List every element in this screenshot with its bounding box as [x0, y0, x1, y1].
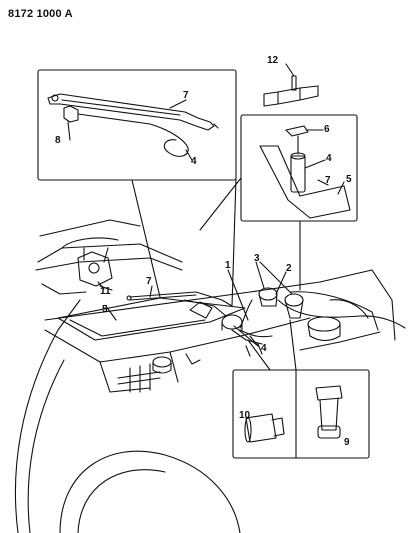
- callout-3: 3: [254, 253, 260, 264]
- inset-pump-motor: [232, 369, 370, 459]
- vehicle-body-outline: [14, 269, 396, 533]
- wiper-arm-main: [126, 291, 233, 307]
- callout-1: 1: [225, 260, 231, 271]
- linkage-pivot-area: [35, 219, 183, 295]
- callout-12: 12: [267, 55, 279, 66]
- drawing-code: 8172 1000 A: [8, 8, 73, 20]
- callout-9: 9: [344, 437, 350, 448]
- callout-4-inset-reservoir: 4: [326, 153, 332, 164]
- bottom-small-parts: [152, 353, 201, 374]
- leader-lines: [67, 63, 345, 371]
- callout-4-main: 4: [261, 343, 267, 354]
- callout-5-main: 5: [102, 304, 108, 315]
- callout-8: 8: [55, 135, 61, 146]
- callout-10: 10: [239, 410, 251, 421]
- callout-7-inset-arm: 7: [183, 90, 189, 101]
- callout-7-main: 7: [146, 276, 152, 287]
- callout-11: 11: [100, 286, 111, 297]
- callout-4-inset-arm: 4: [191, 156, 197, 167]
- callout-6: 6: [324, 124, 330, 135]
- callout-5-inset-reservoir: 5: [346, 174, 352, 185]
- inset-wiper-arm: [37, 69, 237, 181]
- washer-pump-assembly: [183, 287, 406, 357]
- hose-connector-12: [263, 75, 319, 107]
- callout-7-inset-reservoir: 7: [325, 175, 331, 186]
- inset-washer-reservoir: [240, 114, 358, 222]
- callout-2: 2: [286, 263, 292, 274]
